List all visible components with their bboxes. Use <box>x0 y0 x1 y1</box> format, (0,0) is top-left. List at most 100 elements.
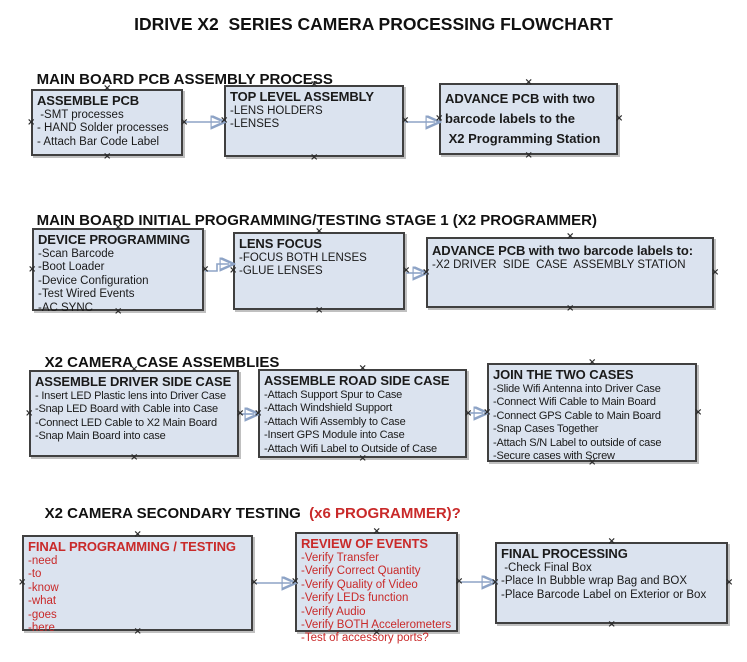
connection-handle-icon: × <box>725 577 734 588</box>
connection-handle-icon: × <box>315 305 324 316</box>
box-item: -Verify Audio <box>301 605 366 618</box>
connection-handle-icon: × <box>615 113 624 124</box>
connection-handle-icon: × <box>422 266 431 278</box>
connection-handle-icon: × <box>310 152 319 163</box>
box-item: -X2 DRIVER SIDE CASE ASSEMBLY STATION <box>432 259 686 271</box>
connection-handle-icon: × <box>236 407 245 419</box>
flowchart-box-assemble-pcb: ASSEMBLE PCB -SMT processes - HAND Solde… <box>27 84 188 162</box>
flowchart-box-device-programming: DEVICE PROGRAMMING -Scan Barcode -Boot L… <box>28 223 209 317</box>
connection-handle-icon: × <box>607 619 616 630</box>
flowchart-box-advance-pcb-to-programming-station: ADVANCE PCB with two barcode labels to t… <box>435 78 623 161</box>
connection-handle-icon: × <box>220 115 229 126</box>
section-header-text: MAIN BOARD PCB ASSEMBLY PROCESS <box>36 71 333 88</box>
box-item: -Check Final Box <box>501 562 592 574</box>
connection-handle-icon: × <box>18 577 27 588</box>
box-item: -LENS HOLDERS <box>230 105 323 117</box>
box-title: TOP LEVEL ASSEMBLY <box>230 89 374 104</box>
flow-arrow-3 <box>205 264 229 271</box>
box-item: -Snap LED Board with Cable into Case <box>35 403 218 416</box>
box-item: -Place Barcode Label on Exterior or Box <box>501 588 707 601</box>
connection-handle-icon: × <box>694 406 703 418</box>
box-item: -Place In Bubble wrap Bag and BOX <box>501 575 688 588</box>
flowchart-box-review-of-events: REVIEW OF EVENTS -Verify Transfer -Verif… <box>291 527 463 645</box>
box-item: -SMT processes <box>37 109 124 121</box>
section-header-text: X2 CAMERA CASE ASSEMBLIES <box>44 354 280 371</box>
connection-handle-icon: × <box>455 576 464 587</box>
connection-handle-icon: × <box>201 263 210 275</box>
box-title: ASSEMBLE DRIVER SIDE CASE <box>35 374 232 389</box>
box-item: -AC SYNC <box>38 301 93 314</box>
flowchart-box-join-the-two-cases: JOIN THE TWO CASES -Slide Wifi Antenna i… <box>483 358 702 468</box>
connection-handle-icon: × <box>711 266 720 278</box>
box-title: LENS FOCUS <box>239 236 322 251</box>
connection-handle-icon: × <box>130 452 139 463</box>
box-item: X2 Programming Station <box>445 131 601 146</box>
connection-handle-icon: × <box>229 265 238 276</box>
connection-handle-icon: × <box>524 77 533 88</box>
section-header-pcb-assembly: MAIN BOARD PCB ASSEMBLY PROCESS <box>20 54 333 105</box>
flowchart-box-final-programming-testing: FINAL PROGRAMMING / TESTING -need -to -k… <box>18 530 258 637</box>
box-item: -Connect LED Cable to X2 Main Board <box>35 416 217 429</box>
box-item: -Slide Wifi Antenna into Driver Case <box>493 383 661 395</box>
box-title: FINAL PROGRAMMING / TESTING <box>28 539 236 554</box>
box-title: REVIEW OF EVENTS <box>301 536 428 551</box>
box-item: -Attach Wifi Label to Outside of Case <box>264 442 437 455</box>
box-title: ASSEMBLE ROAD SIDE CASE <box>264 373 450 388</box>
box-item: -Scan Barcode <box>38 248 115 260</box>
box-item: -Snap Main Board into case <box>35 430 166 443</box>
flowchart-box-top-level-assembly: TOP LEVEL ASSEMBLY -LENS HOLDERS -LENSES… <box>220 80 409 163</box>
page-title: IDRIVE X2 SERIES CAMERA PROCESSING FLOWC… <box>134 14 613 34</box>
section-header-secondary-testing: X2 CAMERA SECONDARY TESTING (x6 PROGRAMM… <box>28 488 461 539</box>
box-item: -Test of accessory ports? <box>301 632 429 645</box>
box-item: -Attach Wifi Assembly to Case <box>264 415 406 428</box>
section-header-initial-programming: MAIN BOARD INITIAL PROGRAMMING/TESTING S… <box>20 195 597 246</box>
connection-handle-icon: × <box>358 363 367 374</box>
connection-handle-icon: × <box>607 536 616 547</box>
connection-handle-icon: × <box>402 265 411 276</box>
box-item: -Boot Loader <box>38 261 105 274</box>
box-item: -LENSES <box>230 118 280 131</box>
box-item: - Attach Bar Code Label <box>37 135 160 148</box>
box-item: -Attach Windshield Support <box>264 402 393 415</box>
box-item: - HAND Solder processes <box>37 122 169 135</box>
section-header-text: X2 CAMERA SECONDARY TESTING <box>44 505 301 522</box>
box-item: -know <box>28 581 59 594</box>
box-item: -Attach Support Spur to Case <box>264 389 403 401</box>
box-item: -goes <box>28 608 57 621</box>
box-item: -Test Wired Events <box>38 288 135 301</box>
box-item: -Snap Cases Together <box>493 423 599 436</box>
section-header-case-assemblies: X2 CAMERA CASE ASSEMBLIES <box>28 337 280 388</box>
box-item: -Attach S/N Label to outside of case <box>493 436 662 449</box>
box-item: -Secure cases with Screw <box>493 450 615 463</box>
connection-handle-icon: × <box>588 357 597 368</box>
connection-handle-icon: × <box>25 407 34 419</box>
flowchart-box-lens-focus: LENS FOCUS -FOCUS BOTH LENSES -GLUE LENS… <box>229 227 410 316</box>
box-item: -Verify BOTH Accelerometers <box>301 619 452 632</box>
flowchart-box-advance-pcb-to-case-assembly: ADVANCE PCB with two barcode labels to: … <box>422 232 719 314</box>
box-item: -GLUE LENSES <box>239 265 323 278</box>
box-item: -FOCUS BOTH LENSES <box>239 252 367 264</box>
flowchart-box-assemble-road-side-case: ASSEMBLE ROAD SIDE CASE -Attach Support … <box>254 364 472 464</box>
box-item: -Connect Wifi Cable to Main Board <box>493 396 656 409</box>
box-item: -Verify Transfer <box>301 552 379 564</box>
connection-handle-icon: × <box>435 113 444 124</box>
box-title: ADVANCE PCB with two barcode labels to: <box>432 243 693 258</box>
section-header-text: MAIN BOARD INITIAL PROGRAMMING/TESTING S… <box>36 212 597 229</box>
connection-handle-icon: × <box>358 453 367 464</box>
box-title: ASSEMBLE PCB <box>37 93 140 108</box>
connection-handle-icon: × <box>491 577 500 588</box>
box-item: -what <box>28 595 57 608</box>
box-item: -here <box>28 622 55 635</box>
connection-handle-icon: × <box>250 577 259 588</box>
connection-handle-icon: × <box>254 407 263 419</box>
box-item: -Device Configuration <box>38 274 149 287</box>
connection-handle-icon: × <box>28 263 37 275</box>
connection-handle-icon: × <box>566 303 575 314</box>
box-item: -need <box>28 555 58 567</box>
box-item: -Verify Correct Quantity <box>301 565 421 578</box>
connection-handle-icon: × <box>524 150 533 161</box>
box-item: ADVANCE PCB with two <box>445 91 595 106</box>
connection-handle-icon: × <box>103 151 112 162</box>
connection-handle-icon: × <box>180 116 189 128</box>
